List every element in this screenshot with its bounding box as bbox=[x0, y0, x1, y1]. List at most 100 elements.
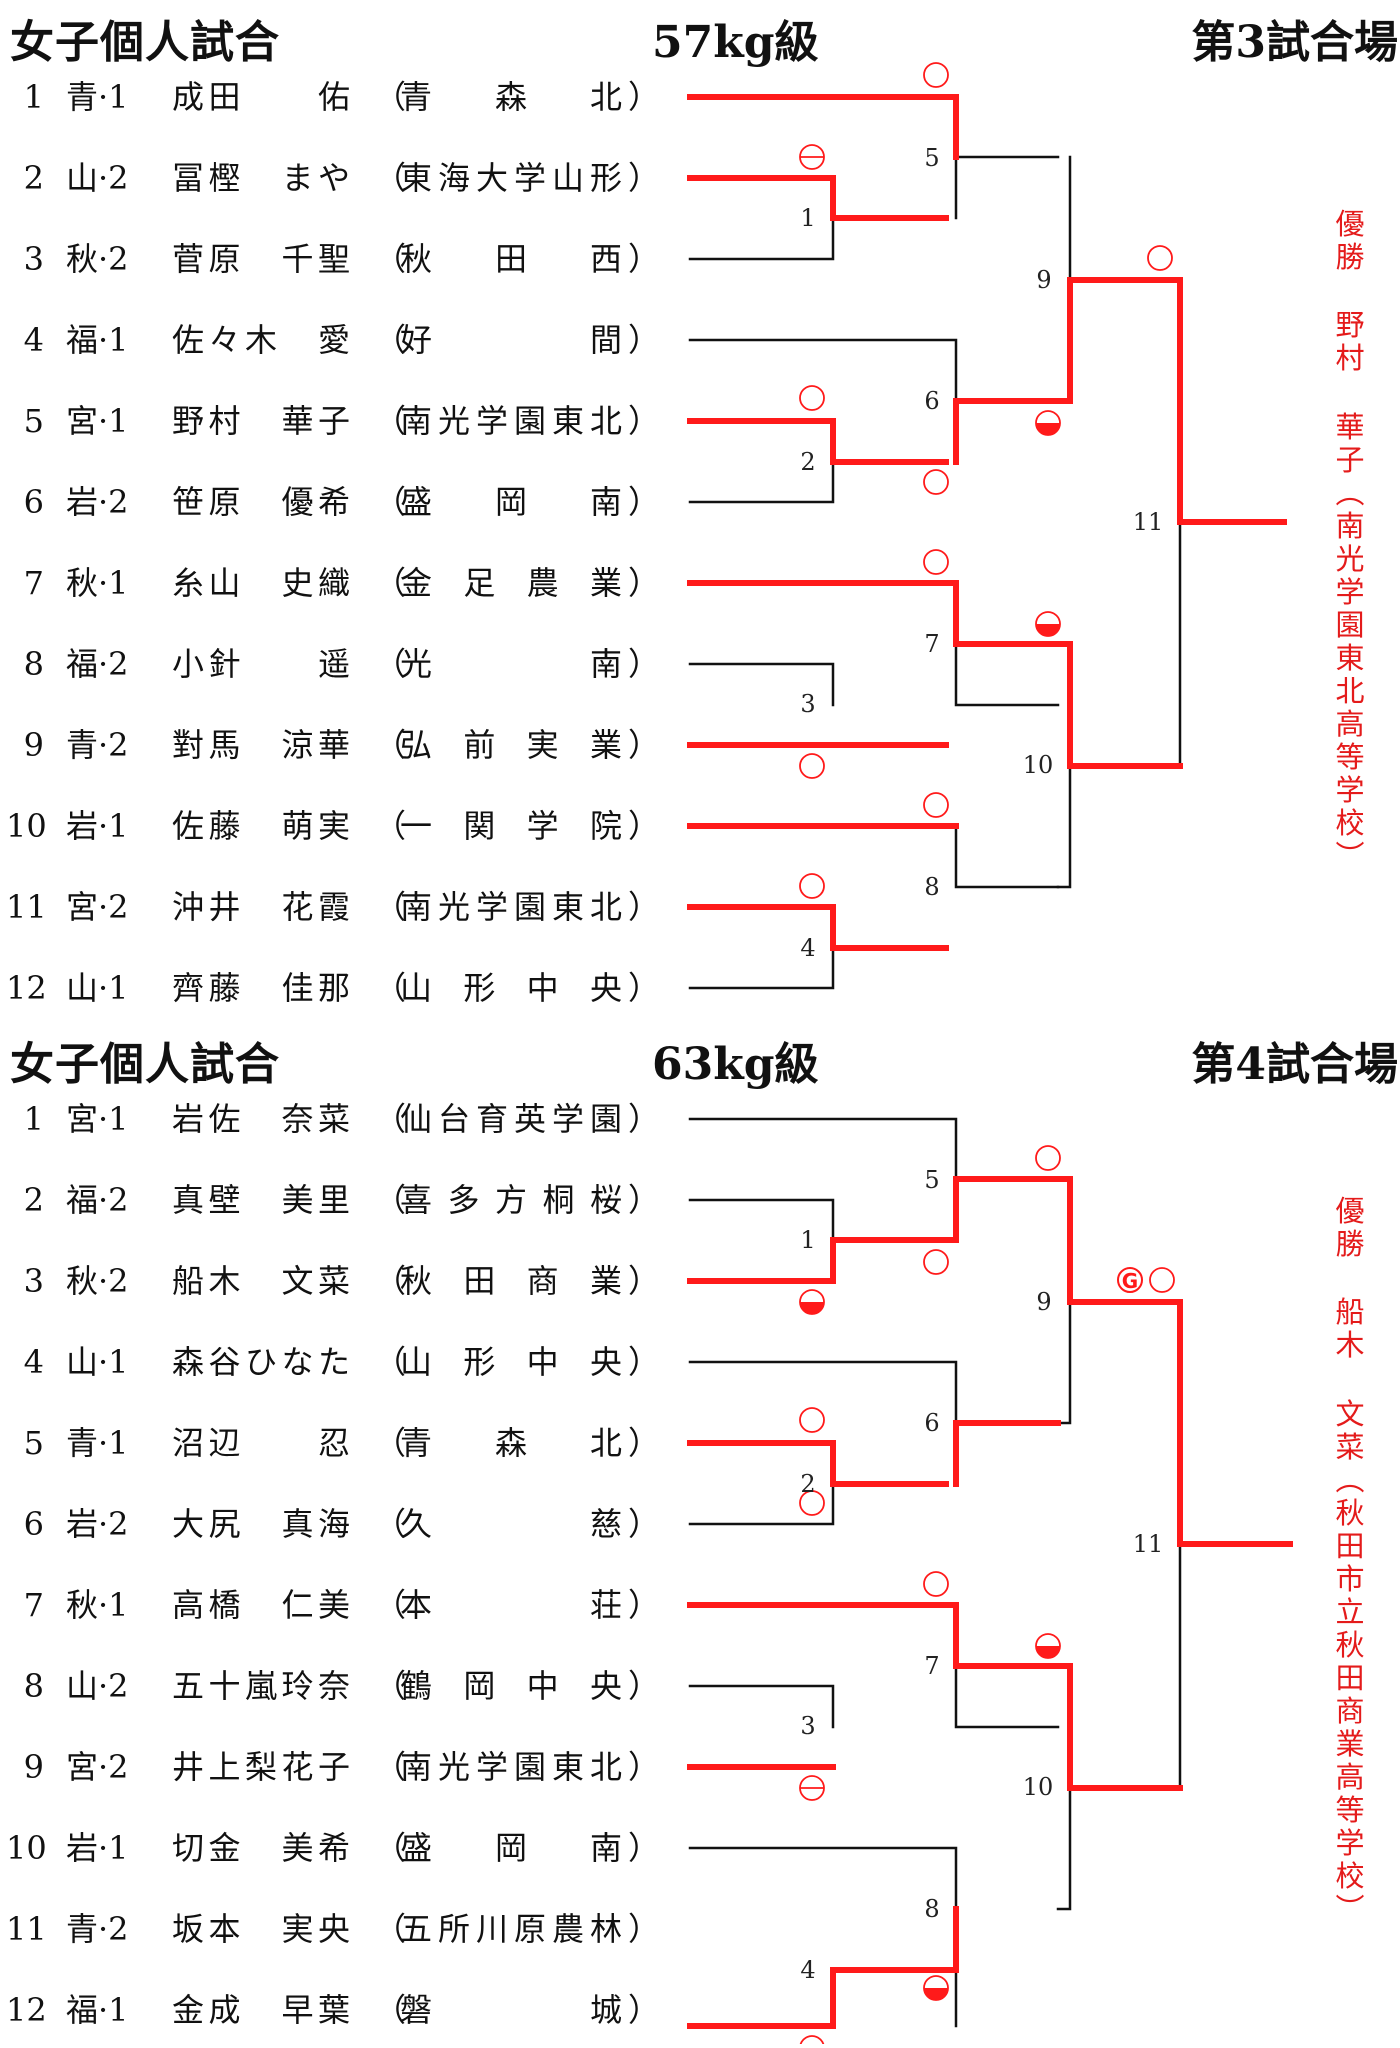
player-number: 12 bbox=[6, 1991, 47, 2029]
paren-open: （ bbox=[374, 159, 407, 197]
win-circle-icon bbox=[923, 1571, 949, 1597]
player-school: 南光学園東北 bbox=[400, 402, 622, 440]
player-school: 一関学院 bbox=[400, 807, 622, 845]
paren-open: （ bbox=[374, 1667, 407, 1705]
golden-score-letter: G bbox=[1122, 1269, 1138, 1293]
player-prefecture: 福·2 bbox=[66, 1181, 129, 1219]
player-number: 5 bbox=[23, 402, 44, 440]
player-name: 菅原 千聖 bbox=[172, 240, 350, 278]
match-number: 7 bbox=[924, 630, 939, 658]
win-circle-icon bbox=[923, 469, 949, 495]
player-number: 11 bbox=[6, 888, 47, 926]
paren-close: ︶ bbox=[1335, 1892, 1365, 1926]
player-name: 糸山 史織 bbox=[172, 564, 350, 602]
player-name: 沖井 花霞 bbox=[172, 888, 350, 926]
win-circle-icon bbox=[1149, 1267, 1175, 1293]
weight-class: 57kg級 bbox=[652, 17, 819, 68]
player-name: 齊藤 佳那 bbox=[172, 969, 350, 1007]
winner-line bbox=[687, 580, 1061, 647]
champion-name: 野村華子 bbox=[1335, 308, 1365, 477]
bracket-line bbox=[954, 824, 1060, 889]
half-point-icon bbox=[923, 1975, 949, 2001]
champion-banner: 優勝 船木文菜 ︵ 秋田市立秋田商業高等学校 ︶ bbox=[1330, 1195, 1370, 1926]
bracket-line bbox=[688, 1198, 835, 1242]
venue: 第3試合場 bbox=[1191, 17, 1398, 68]
winner-line bbox=[687, 1602, 1061, 1669]
player-school: 光南 bbox=[400, 645, 622, 683]
winner-line bbox=[953, 398, 1061, 465]
bracket-line bbox=[688, 662, 835, 707]
player-number: 9 bbox=[23, 1748, 44, 1786]
match-number: 9 bbox=[1036, 1288, 1051, 1316]
player-name: 對馬 涼華 bbox=[172, 726, 350, 764]
section-title: 女子個人試合 bbox=[10, 1039, 280, 1090]
player-school: 南光学園東北 bbox=[400, 888, 622, 926]
player-number: 6 bbox=[23, 1505, 44, 1543]
paren-open: （ bbox=[374, 1181, 407, 1219]
match-number: 4 bbox=[800, 934, 815, 962]
champion-label: 優勝 bbox=[1335, 1194, 1365, 1261]
paren-close: ︶ bbox=[1335, 839, 1365, 873]
winner-line bbox=[687, 1906, 959, 2029]
player-school: 本荘 bbox=[400, 1586, 622, 1624]
winner-line bbox=[687, 94, 959, 160]
section-title: 女子個人試合 bbox=[10, 17, 280, 68]
paren-close: ） bbox=[628, 240, 661, 278]
paren-close: ） bbox=[628, 1991, 661, 2029]
player-prefecture: 岩·1 bbox=[66, 807, 129, 845]
player-school: 久慈 bbox=[400, 1505, 622, 1543]
player-name: 真壁 美里 bbox=[172, 1181, 350, 1219]
player-prefecture: 山·2 bbox=[66, 159, 129, 197]
bracket-line bbox=[688, 1360, 958, 1425]
player-school: 山形中央 bbox=[400, 969, 622, 1007]
player-number: 3 bbox=[23, 1262, 44, 1300]
winner-line bbox=[1055, 641, 1183, 769]
winner-line bbox=[1055, 277, 1183, 404]
paren-close: ） bbox=[628, 1100, 661, 1138]
winner-line bbox=[687, 1440, 949, 1487]
bracket-line bbox=[688, 1117, 958, 1181]
player-name: 井上梨花子 bbox=[172, 1748, 350, 1786]
match-number: 9 bbox=[1036, 266, 1051, 294]
paren-close: ） bbox=[628, 564, 661, 602]
player-name: 佐藤 萌実 bbox=[172, 807, 350, 845]
player-school: 磐城 bbox=[400, 1991, 622, 2029]
player-number: 2 bbox=[23, 1181, 44, 1219]
paren-open: （ bbox=[374, 1424, 407, 1462]
paren-close: ） bbox=[628, 1181, 661, 1219]
bracket-line bbox=[954, 155, 1060, 220]
paren-open: （ bbox=[374, 1748, 407, 1786]
champion-name: 船木文菜 bbox=[1335, 1295, 1365, 1464]
player-prefecture: 秋·2 bbox=[66, 1262, 129, 1300]
player-prefecture: 宮·2 bbox=[66, 1748, 129, 1786]
win-circle-icon bbox=[923, 549, 949, 575]
match-number: 6 bbox=[924, 387, 939, 415]
player-school: 南光学園東北 bbox=[400, 1748, 622, 1786]
match-number: 8 bbox=[924, 873, 939, 901]
player-name: 小針 遥 bbox=[172, 645, 350, 683]
player-school: 東海大学山形 bbox=[400, 159, 622, 197]
winner-line bbox=[687, 175, 949, 221]
player-prefecture: 山·2 bbox=[66, 1667, 129, 1705]
paren-open: （ bbox=[374, 726, 407, 764]
paren-close: ） bbox=[628, 159, 661, 197]
player-name: 船木 文菜 bbox=[172, 1262, 350, 1300]
player-prefecture: 秋·1 bbox=[66, 564, 129, 602]
paren-open: （ bbox=[374, 645, 407, 683]
player-number: 10 bbox=[6, 807, 47, 845]
player-prefecture: 青·2 bbox=[66, 1910, 129, 1948]
champion-school: 南光学園東北高等学校 bbox=[1335, 509, 1365, 840]
bracket-line bbox=[688, 338, 958, 403]
